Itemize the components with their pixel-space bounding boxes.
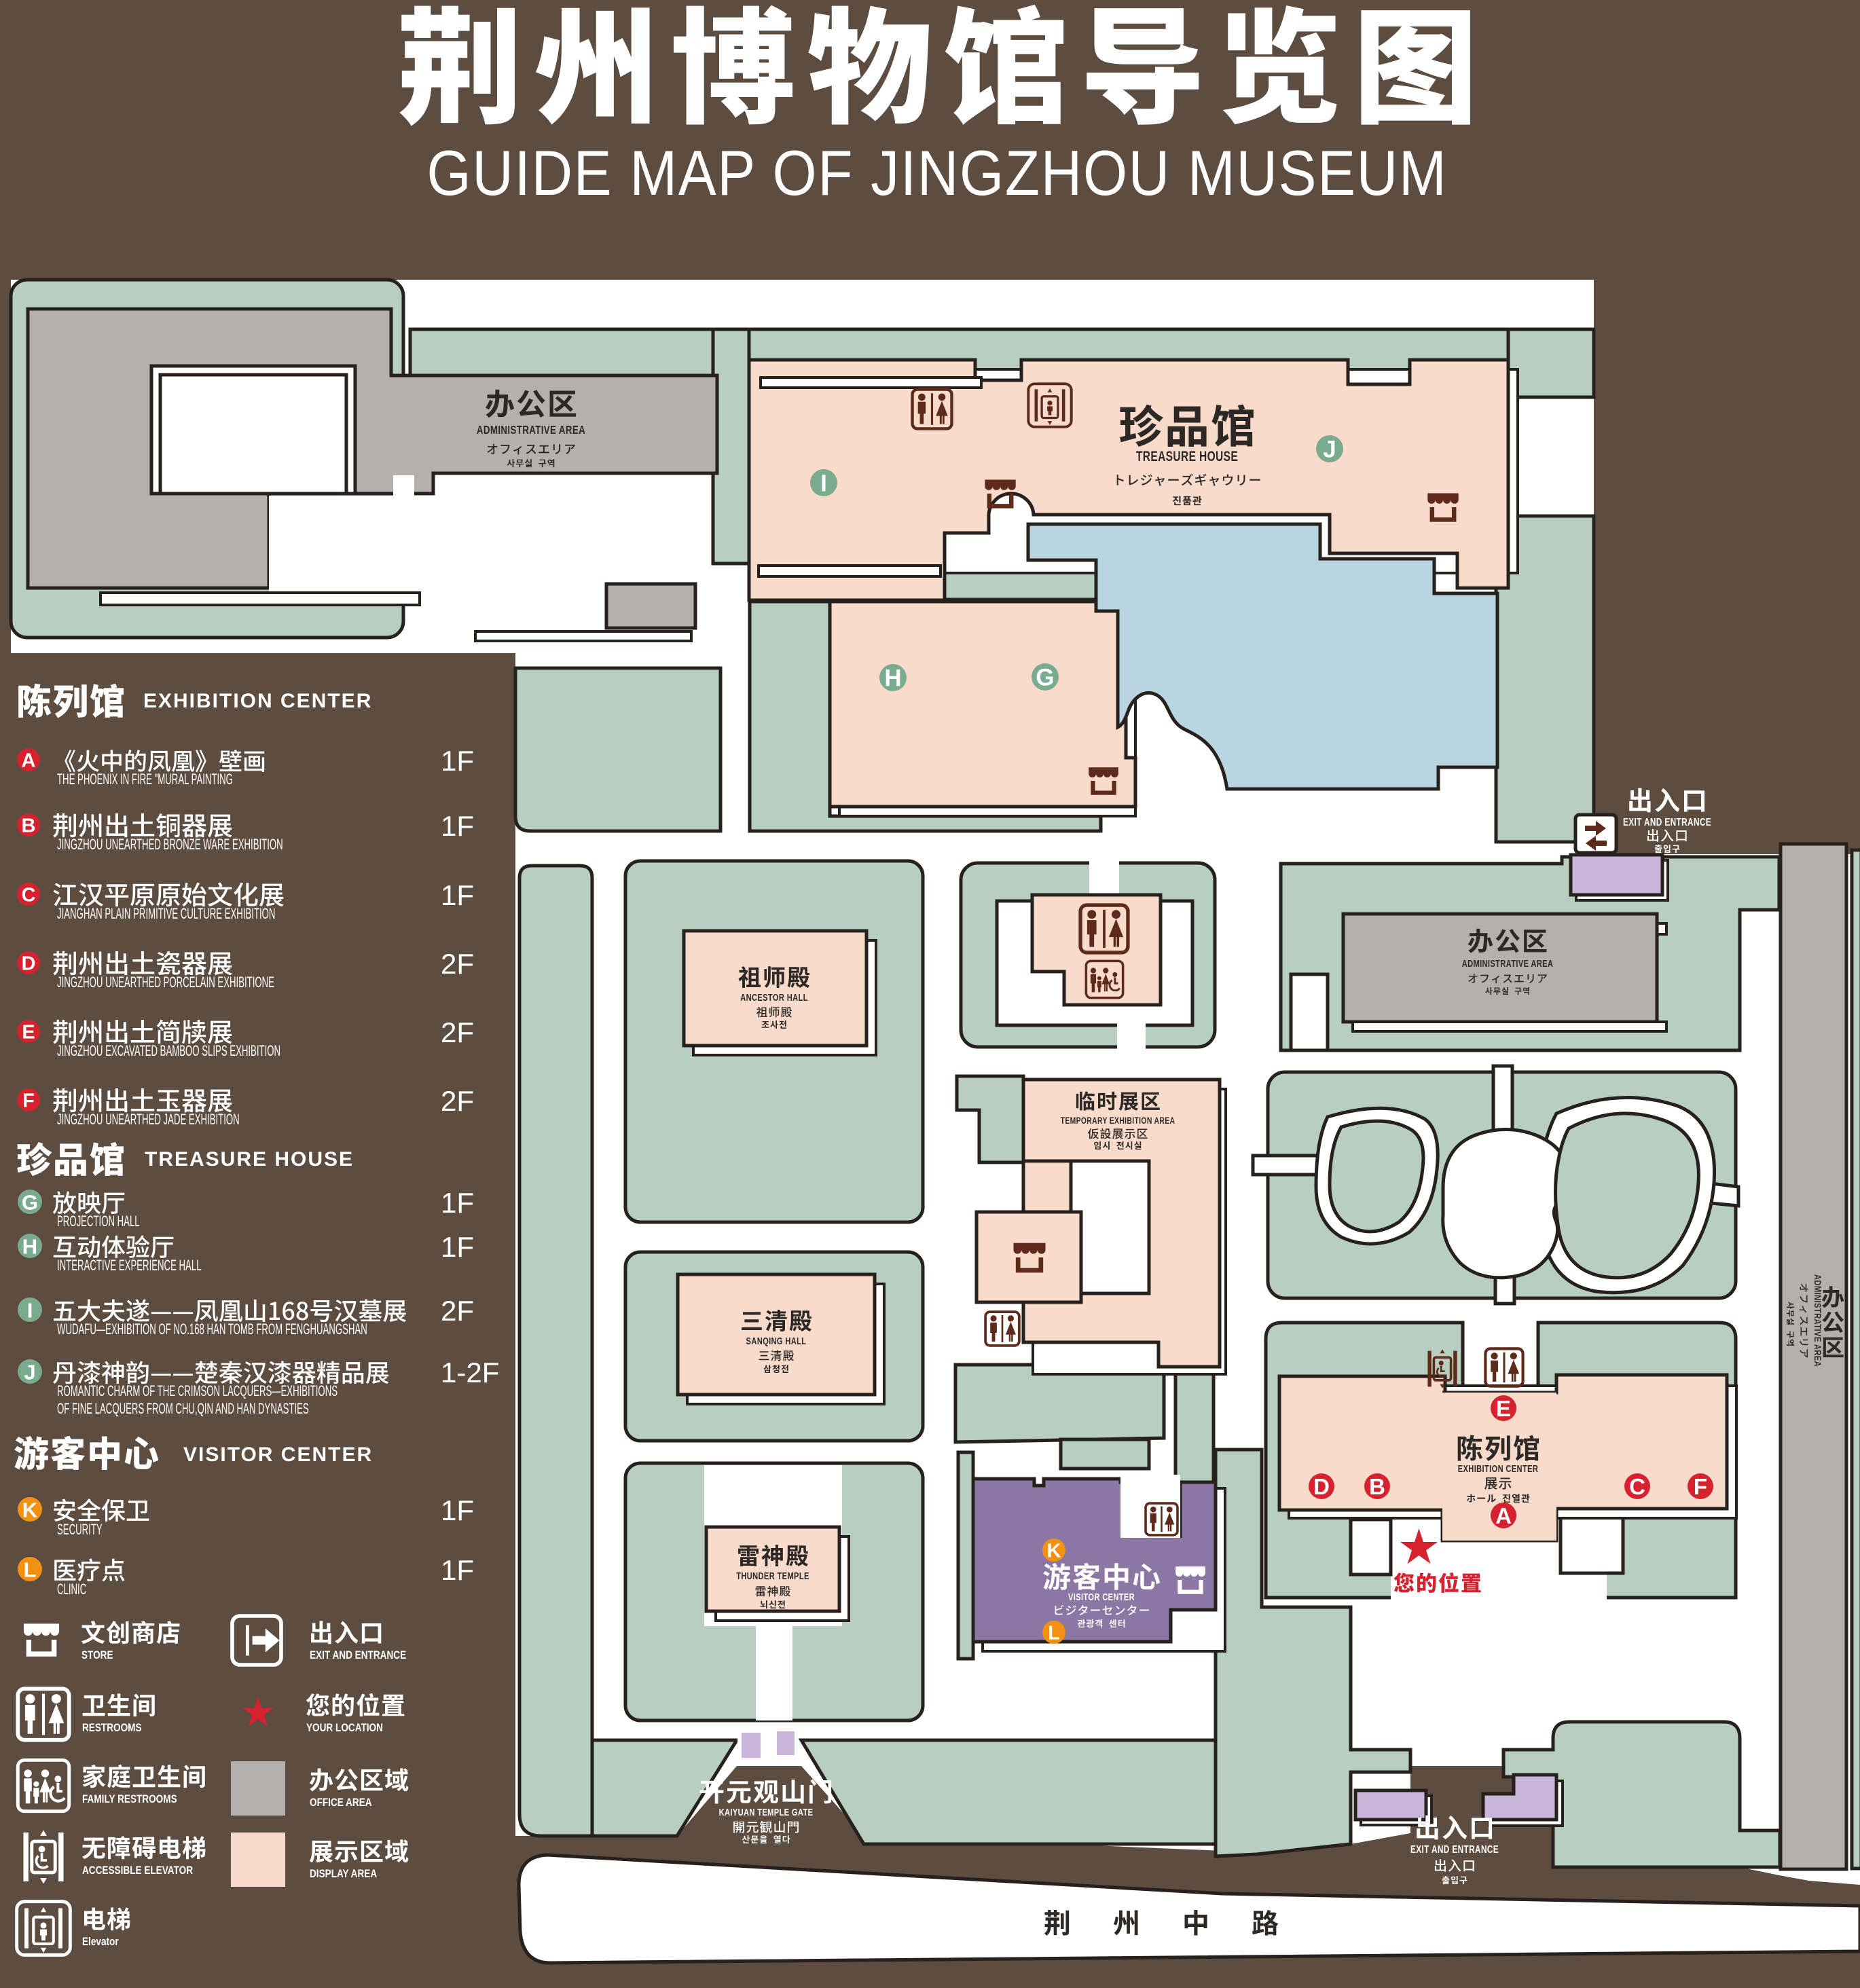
svg-text:B: B (22, 815, 36, 837)
svg-text:STORE: STORE (81, 1649, 113, 1662)
svg-text:F: F (22, 1090, 35, 1112)
svg-text:EXHIBITION CENTER: EXHIBITION CENTER (143, 690, 372, 712)
svg-text:A: A (22, 750, 36, 772)
svg-text:F: F (1694, 1474, 1707, 1499)
svg-text:I: I (27, 1298, 33, 1322)
svg-text:EXIT AND ENTRANCE: EXIT AND ENTRANCE (310, 1649, 406, 1662)
svg-text:G: G (1036, 665, 1054, 691)
svg-text:1F: 1F (441, 1231, 474, 1263)
svg-text:1F: 1F (441, 1494, 474, 1526)
svg-text:ADMINISTRATIVE AREA: ADMINISTRATIVE AREA (1462, 957, 1554, 969)
svg-text:JINGZHOU UNEARTHED PORCELAIN E: JINGZHOU UNEARTHED PORCELAIN EXHIBITIONE (57, 974, 274, 991)
svg-text:DISPLAY AREA: DISPLAY AREA (310, 1868, 377, 1881)
svg-text:ACCESSIBLE ELEVATOR: ACCESSIBLE ELEVATOR (82, 1864, 193, 1877)
svg-text:TEMPORARY EXHIBITION AREA: TEMPORARY EXHIBITION AREA (1061, 1115, 1175, 1126)
svg-text:H: H (884, 665, 901, 692)
svg-text:1F: 1F (441, 1187, 474, 1219)
svg-text:E: E (1496, 1396, 1511, 1421)
svg-text:JINGZHOU EXCAVATED BAMBOO SLIP: JINGZHOU EXCAVATED BAMBOO SLIPS EXHIBITI… (57, 1043, 280, 1059)
svg-text:JINGZHOU UNEARTHED JADE EXHIBI: JINGZHOU UNEARTHED JADE EXHIBITION (57, 1111, 240, 1128)
svg-text:I: I (820, 471, 827, 497)
svg-text:Elevator: Elevator (82, 1936, 119, 1949)
svg-text:H: H (22, 1234, 37, 1258)
svg-text:FAMILY RESTROOMS: FAMILY RESTROOMS (82, 1793, 177, 1806)
svg-text:2F: 2F (441, 1016, 474, 1048)
svg-text:INTERACTIVE EXPERIENCE HALL: INTERACTIVE EXPERIENCE HALL (57, 1257, 202, 1274)
svg-text:1-2F: 1-2F (441, 1357, 499, 1388)
svg-text:JIANGHAN PLAIN PRIMITIVE CULTU: JIANGHAN PLAIN PRIMITIVE CULTURE EXHIBIT… (57, 906, 275, 922)
svg-text:2F: 2F (441, 948, 474, 980)
svg-text:E: E (22, 1022, 35, 1044)
svg-text:JINGZHOU UNEARTHED BRONZE WARE: JINGZHOU UNEARTHED BRONZE WARE EXHIBITIO… (57, 836, 283, 853)
svg-text:TREASURE HOUSE: TREASURE HOUSE (1136, 448, 1238, 464)
svg-text:THUNDER TEMPLE: THUNDER TEMPLE (736, 1570, 809, 1581)
svg-text:1F: 1F (441, 745, 474, 777)
svg-text:A: A (1495, 1503, 1512, 1528)
svg-text:RESTROOMS: RESTROOMS (82, 1722, 142, 1735)
svg-text:K: K (1047, 1541, 1061, 1562)
svg-text:1F: 1F (441, 879, 474, 911)
svg-text:ADMINISTRATIVE AREA: ADMINISTRATIVE AREA (1812, 1274, 1823, 1367)
svg-text:K: K (22, 1498, 38, 1522)
svg-text:2F: 2F (441, 1295, 474, 1327)
svg-text:TREASURE HOUSE: TREASURE HOUSE (145, 1148, 354, 1171)
svg-text:L: L (24, 1558, 37, 1581)
svg-text:YOUR LOCATION: YOUR LOCATION (306, 1722, 383, 1735)
svg-text:1F: 1F (441, 810, 474, 842)
svg-text:EXIT AND ENTRANCE: EXIT AND ENTRANCE (1410, 1843, 1499, 1855)
svg-text:VISITOR CENTER: VISITOR CENTER (1068, 1591, 1135, 1602)
svg-text:J: J (1323, 437, 1336, 463)
svg-text:D: D (1313, 1474, 1330, 1499)
svg-text:J: J (24, 1360, 35, 1384)
svg-text:ROMANTIC CHARM OF THE CRIMSON: ROMANTIC CHARM OF THE CRIMSON LACQUERS—E… (57, 1383, 338, 1399)
svg-text:B: B (1369, 1474, 1385, 1499)
svg-text:WUDAFU—EXHIBITION OF NO.168 HA: WUDAFU—EXHIBITION OF NO.168 HAN TOMB FRO… (57, 1321, 367, 1338)
svg-text:EXIT AND ENTRANCE: EXIT AND ENTRANCE (1623, 815, 1711, 828)
svg-text:ADMINISTRATIVE AREA: ADMINISTRATIVE AREA (477, 424, 585, 437)
svg-text:KAIYUAN TEMPLE GATE: KAIYUAN TEMPLE GATE (719, 1806, 814, 1818)
svg-text:EXHIBITION CENTER: EXHIBITION CENTER (1458, 1462, 1538, 1474)
svg-text:1F: 1F (441, 1554, 474, 1586)
svg-text:PROJECTION HALL: PROJECTION HALL (57, 1213, 140, 1230)
svg-text:G: G (22, 1190, 38, 1214)
svg-text:GUIDE MAP OF JINGZHOU MUSEUM: GUIDE MAP OF JINGZHOU MUSEUM (427, 136, 1448, 208)
svg-text:OF FINE LACQUERS FROM CHU,QIN: OF FINE LACQUERS FROM CHU,QIN AND HAN DY… (57, 1401, 309, 1417)
svg-text:THE PHOENIX IN FIRE "MURAL PAI: THE PHOENIX IN FIRE "MURAL PAINTING (57, 771, 233, 788)
svg-text:VISITOR CENTER: VISITOR CENTER (183, 1443, 373, 1466)
svg-text:CLINIC: CLINIC (57, 1581, 86, 1598)
svg-text:C: C (22, 885, 36, 906)
svg-text:C: C (1629, 1474, 1645, 1499)
svg-text:ANCESTOR HALL: ANCESTOR HALL (740, 991, 808, 1003)
svg-text:SECURITY: SECURITY (57, 1522, 103, 1538)
svg-text:D: D (22, 953, 36, 975)
svg-text:2F: 2F (441, 1085, 474, 1117)
svg-text:OFFICE AREA: OFFICE AREA (310, 1797, 372, 1809)
svg-text:SANQING HALL: SANQING HALL (746, 1335, 807, 1346)
svg-text:L: L (1048, 1623, 1060, 1644)
